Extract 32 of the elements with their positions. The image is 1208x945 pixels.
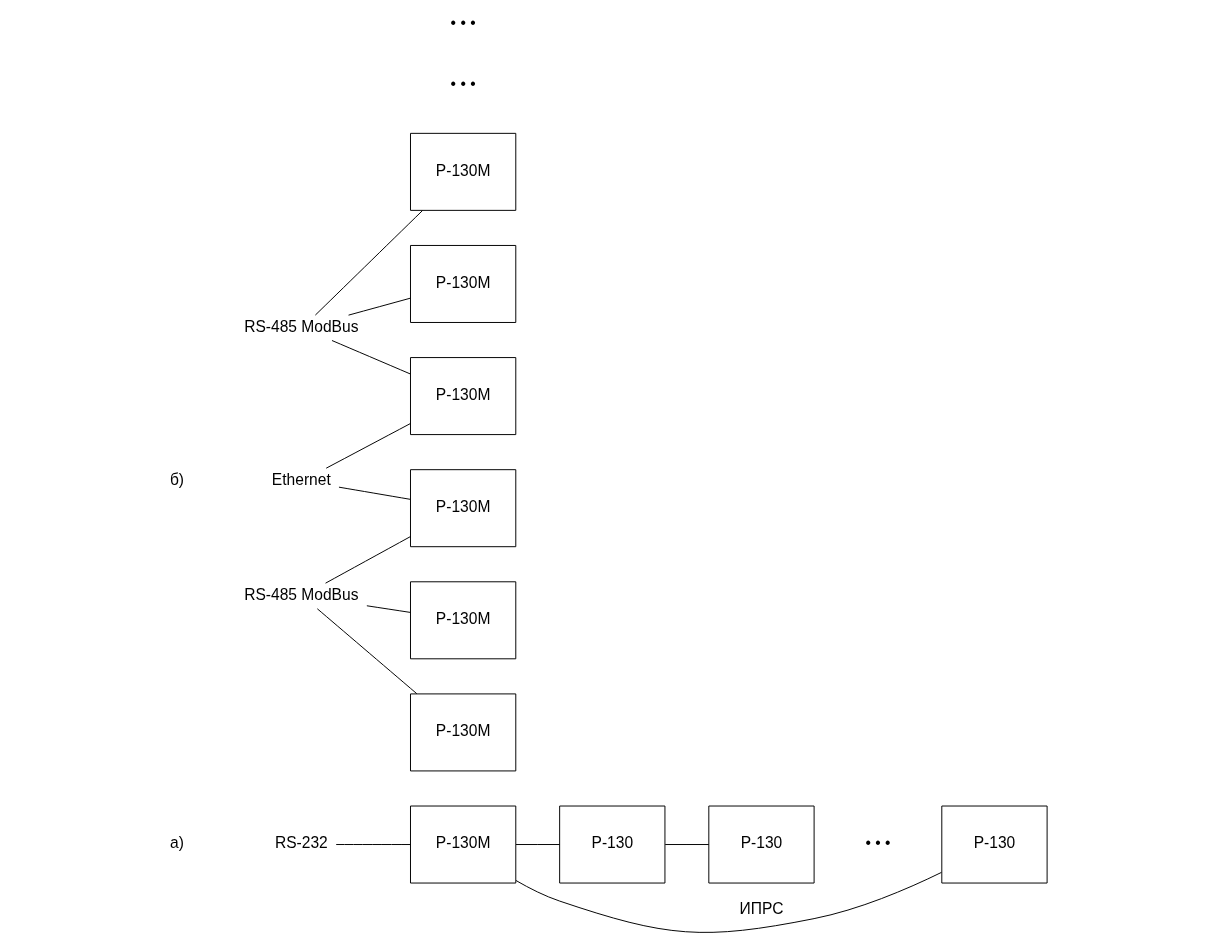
node-box: Р-130М	[409, 693, 516, 772]
label: б)	[169, 470, 184, 488]
connector	[325, 423, 411, 469]
label: • • •	[450, 14, 476, 32]
node-box: Р-130М	[409, 581, 516, 660]
node-box: Р-130М	[409, 469, 516, 548]
connector	[316, 608, 417, 695]
connector	[331, 340, 411, 375]
node-box: Р-130М	[409, 244, 516, 323]
node-box: Р-130М	[409, 357, 516, 436]
connector	[365, 605, 411, 613]
node-text: RS-232	[274, 834, 328, 852]
node-text: Ethernet	[271, 470, 331, 488]
connector	[314, 210, 423, 316]
node-box: Р-130	[707, 805, 815, 884]
node-box: Р-130М	[409, 805, 516, 884]
label: • • •	[864, 834, 890, 852]
connector	[337, 486, 411, 500]
connector	[335, 844, 411, 845]
connector	[324, 536, 411, 584]
connector	[664, 844, 709, 845]
node-text: RS-485 ModBus	[243, 317, 358, 335]
node-box: Р-130	[940, 805, 1048, 884]
node-box: Р-130М	[409, 132, 516, 211]
connector	[515, 844, 560, 845]
node-box: Р-130	[558, 805, 665, 884]
connector	[515, 871, 942, 933]
connector	[347, 297, 411, 316]
label: • • •	[450, 74, 476, 92]
node-text: RS-485 ModBus	[243, 585, 358, 603]
label: а)	[169, 834, 184, 852]
edge-label: ИПРС	[739, 899, 783, 917]
